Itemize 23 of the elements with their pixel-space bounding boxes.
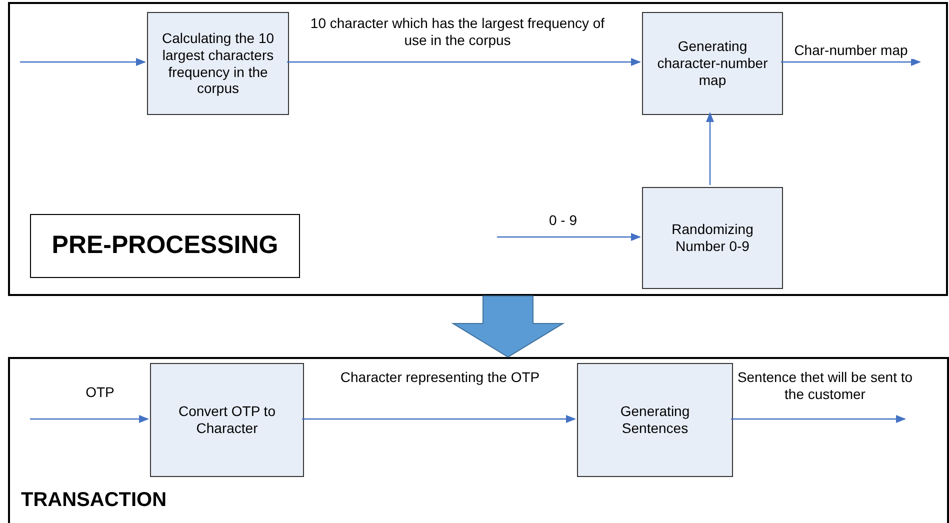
block-arrow [451,296,565,358]
arrow [287,58,641,66]
box-label: Randomizing Number 0-9 [670,221,754,255]
arrow [20,58,146,66]
process-box [642,187,783,289]
arrow [497,233,641,241]
arrow [781,58,921,66]
panel [8,2,948,296]
box-label: Calculating the 10 largest characters frequency in the corpus [160,30,276,98]
box-label: Generating character-number map [656,38,769,89]
panel-title: TRANSACTION [21,488,167,513]
arrow [302,415,576,423]
process-box [577,363,733,477]
box-label: Generating Sentences [619,403,691,437]
process-box [147,12,289,115]
arrow [731,415,906,423]
arrow [706,112,714,185]
process-box [642,12,783,115]
process-box [150,363,304,477]
panel-title: PRE-PROCESSING [30,214,300,278]
panel [8,357,949,523]
arrow [30,415,149,423]
box-label: Convert OTP to Character [177,403,276,437]
